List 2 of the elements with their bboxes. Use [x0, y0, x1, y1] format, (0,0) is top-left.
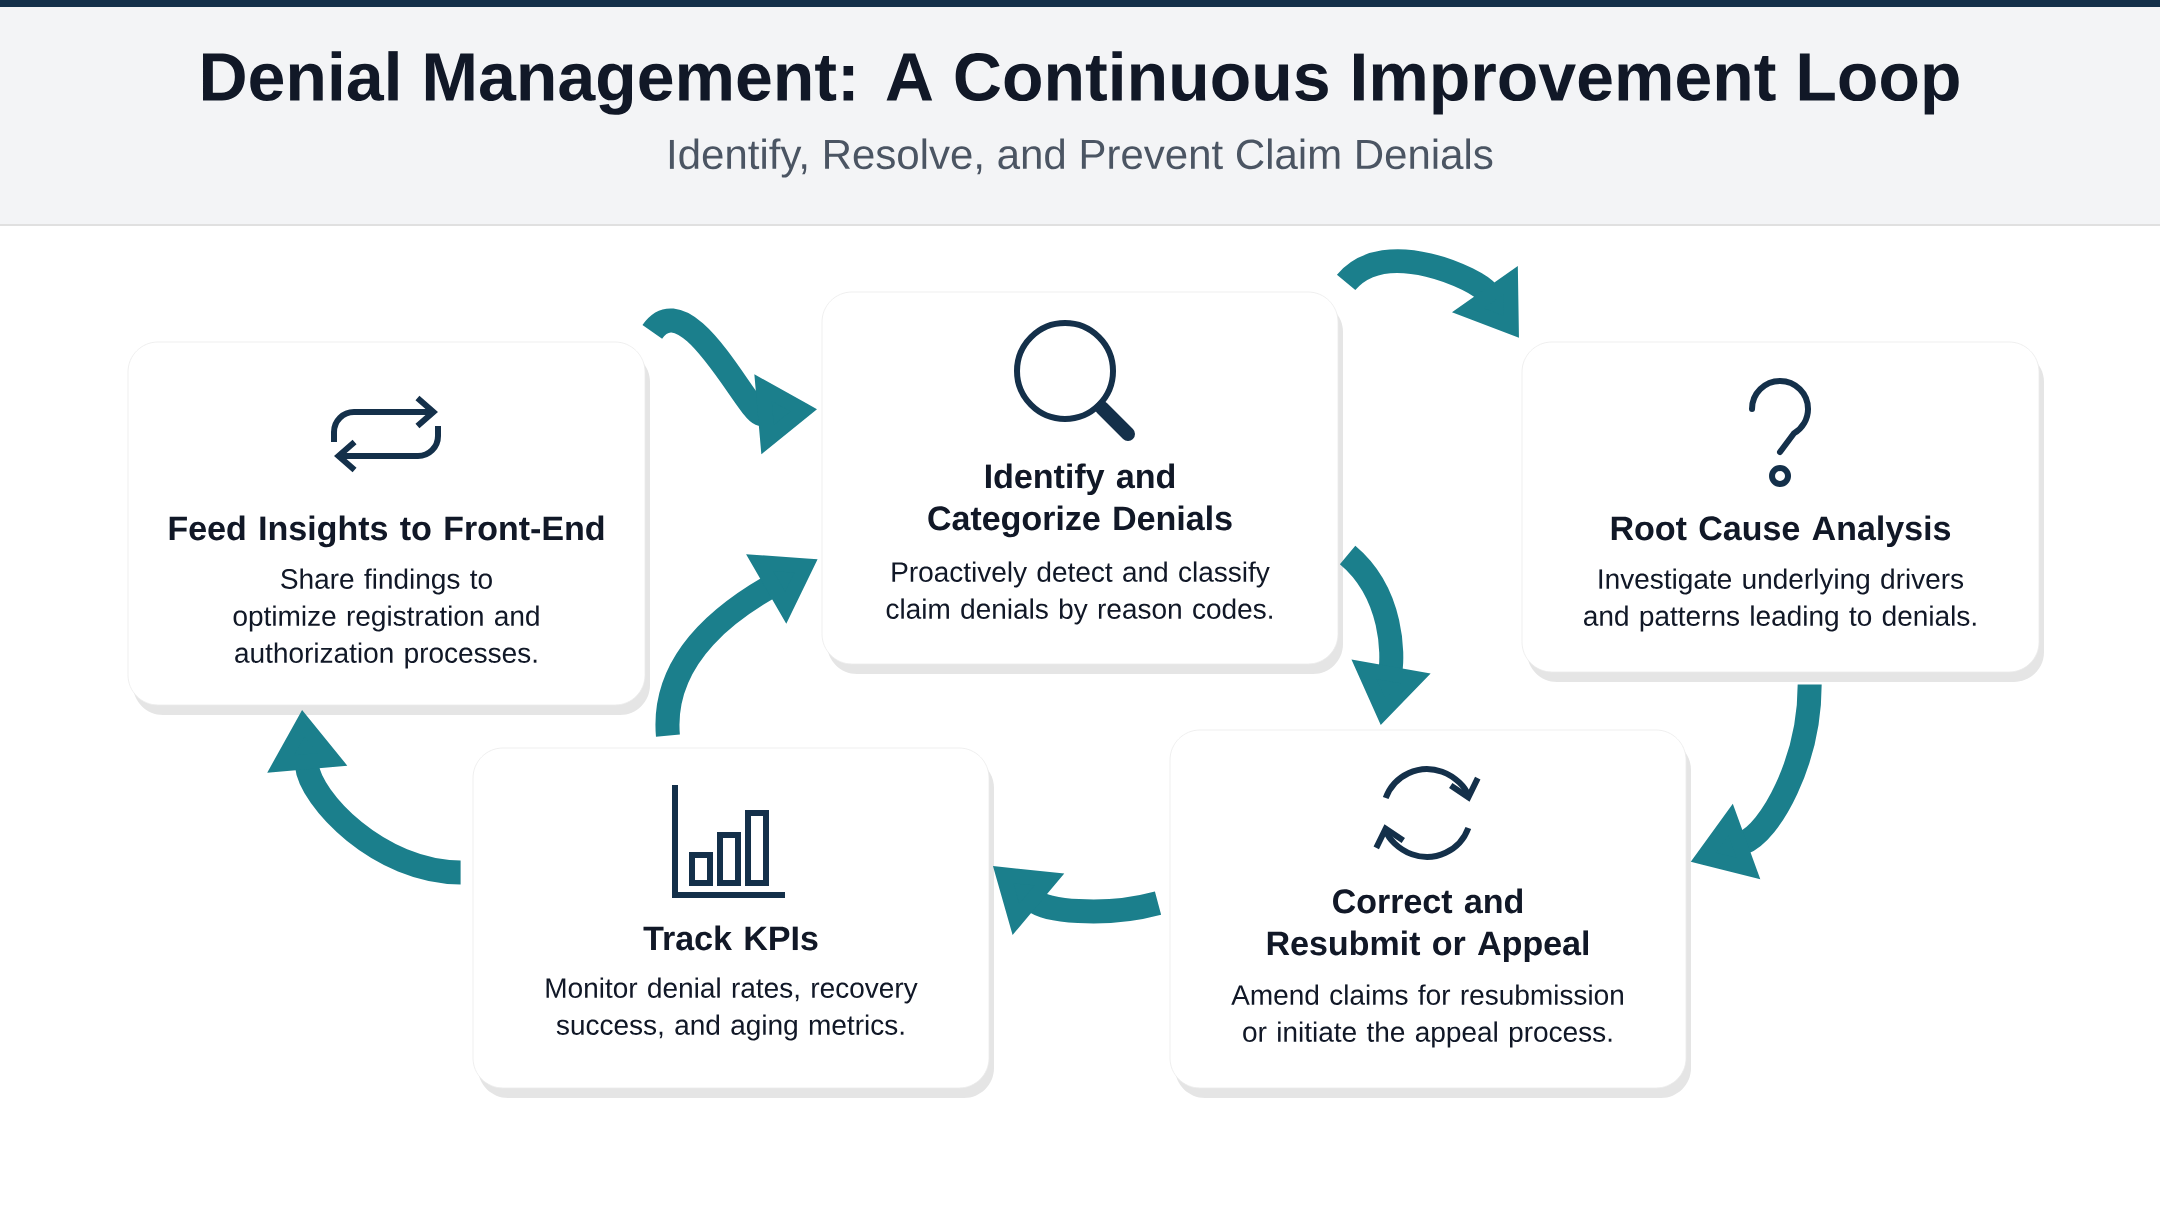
title: Denial Management: A Continuous Improvement Loop [203, 51, 1959, 115]
subtitle: Identify, Resolve, and Prevent Claim Denials [669, 138, 1493, 178]
